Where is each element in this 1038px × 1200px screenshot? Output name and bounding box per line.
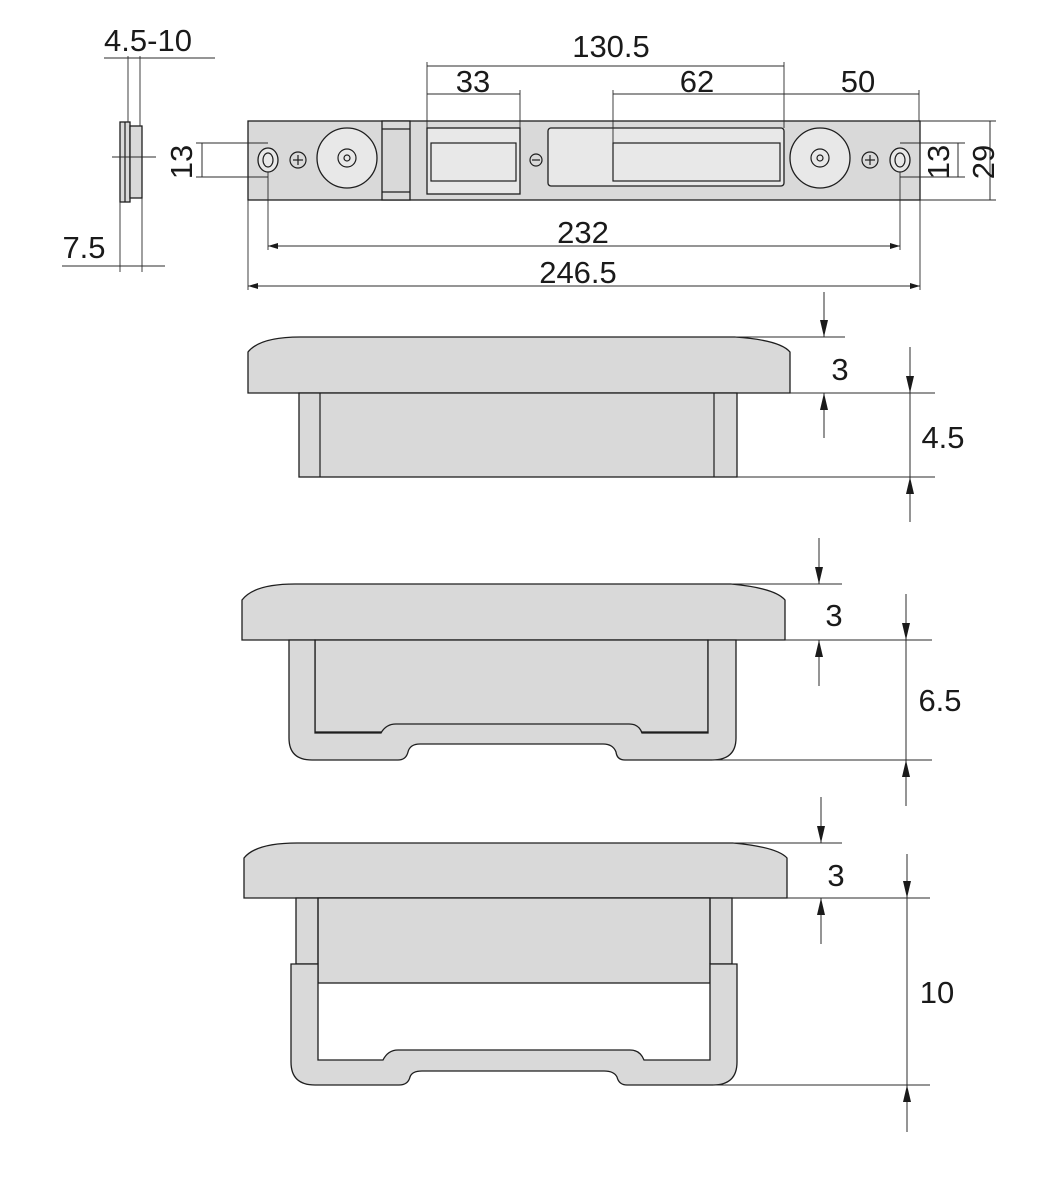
arrow-head [890,243,900,249]
dim-label-depth: 6.5 [918,683,961,718]
arrow-head [902,760,910,777]
left-roller-pin [337,148,357,168]
right-roller-pin [810,148,830,168]
dim-label-hole-distance: 232 [557,215,609,250]
middle-screw-icon [529,153,543,167]
dim-label-left-window: 33 [456,64,490,99]
dim-label-plate-height: 29 [966,145,1001,179]
top-view: 130.5 33 62 50 13 13 29 232 [164,29,1001,290]
profile-depth-10: 3 10 [243,797,954,1132]
dim-label-plate-thickness: 3 [825,598,842,633]
arrow-head [903,881,911,898]
left-mount-hole-inner [262,152,274,168]
right-screw-icon [861,151,879,169]
arrow-head [903,1085,911,1102]
arrow-head [817,826,825,843]
arrow-head [268,243,278,249]
right-mount-hole-inner [894,152,906,168]
profile-body [298,392,738,478]
left-screw-icon [289,151,307,169]
dim-label-right-height: 13 [921,145,956,179]
profile-plate [247,336,791,394]
profile-depth-4-5: 3 4.5 [247,292,965,522]
profile-depth-6-5: 3 6.5 [241,538,962,806]
profile-body [314,639,709,733]
left-window-opening [430,142,517,182]
dim-label-right-window: 62 [680,64,714,99]
bracket [381,120,411,201]
right-window-opening [612,142,781,182]
arrow-head [820,393,828,410]
dim-label-plate-thickness: 3 [827,858,844,893]
arrow-head [817,898,825,915]
dim-label-side-thickness: 4.5-10 [104,23,192,58]
arrow-head [815,640,823,657]
dim-label-depth: 10 [920,975,954,1010]
profile-hook [288,639,737,761]
dim-label-total-length: 130.5 [572,29,650,64]
left-mount-hole [257,147,279,173]
right-roller [789,127,851,189]
profile-plate [243,842,788,899]
arrow-head [906,376,914,393]
side-view-body [129,125,143,199]
left-roller [316,127,378,189]
arrow-head [820,320,828,337]
dim-label-plate-thickness: 3 [831,352,848,387]
arrow-head [906,477,914,494]
dim-label-depth: 4.5 [921,420,964,455]
left-roller-center [343,154,351,162]
side-view: 4.5-10 7.5 [62,23,215,272]
dim-label-side-depth: 7.5 [62,230,105,265]
arrow-head [902,623,910,640]
arrow-head [815,567,823,584]
arrow-head [248,283,258,289]
right-window [547,127,785,187]
dim-label-plate-length: 246.5 [539,255,617,290]
dim-label-left-height: 13 [164,145,199,179]
right-roller-center [816,154,824,162]
profile-body [317,897,711,984]
profile-plate [241,583,786,641]
left-window [426,127,521,195]
arrow-head [910,283,920,289]
dim-label-right-offset: 50 [841,64,875,99]
right-mount-hole [889,147,911,173]
profile-hook [290,963,738,1086]
